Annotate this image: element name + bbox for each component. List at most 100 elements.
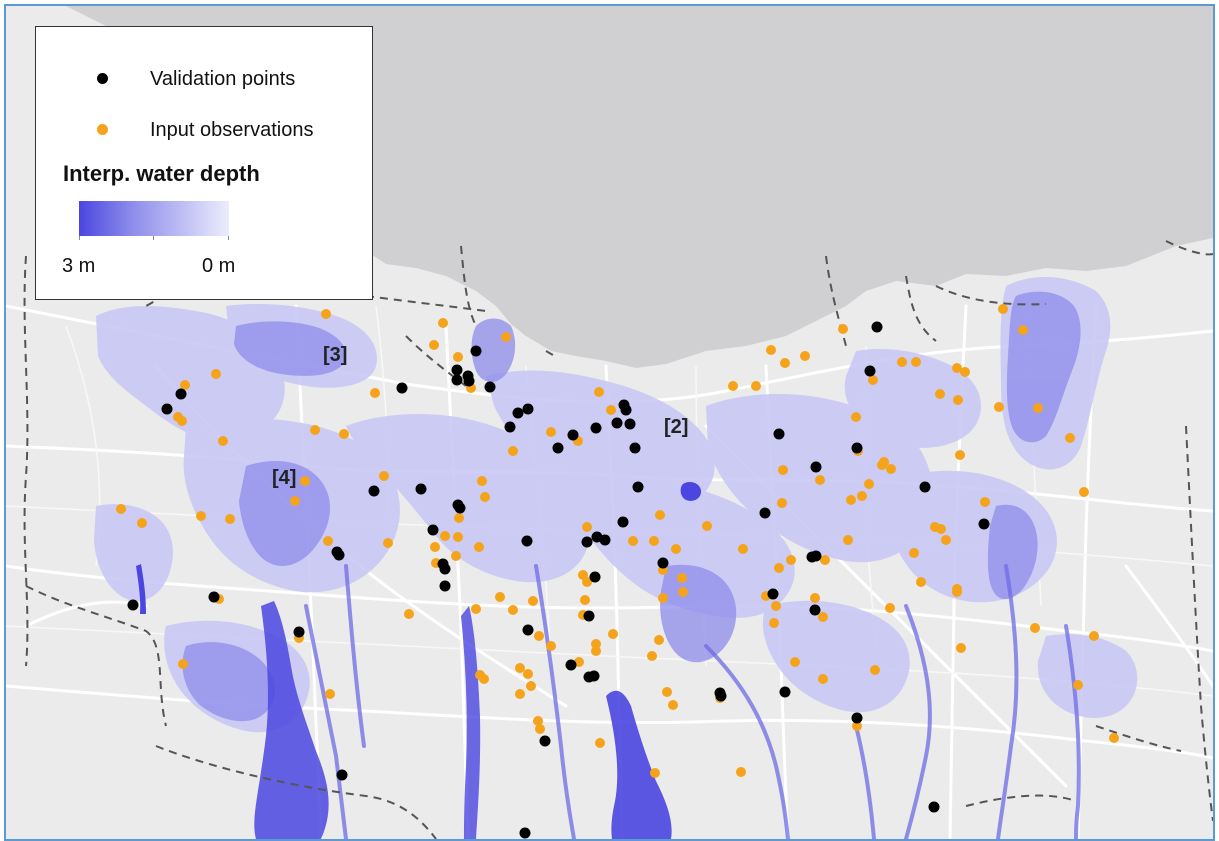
input-observation-point [574,657,584,667]
validation-point [521,535,533,547]
input-observation-point [429,340,439,350]
validation-point [451,364,463,376]
legend-input-label: Input observations [150,119,314,141]
input-observation-point [771,601,781,611]
input-observation-point [650,768,660,778]
input-observation-point [820,555,830,565]
validation-point [583,610,595,622]
input-observation-point [649,536,659,546]
input-observation-point [818,674,828,684]
validation-point [293,626,305,638]
input-observation-point [868,375,878,385]
map-legend: Validation points Input observations Int… [35,26,373,300]
ramp-max-label: 0 m [202,255,236,277]
input-observation-point [1033,403,1043,413]
input-observation-point [591,646,601,656]
input-observation-point [953,395,963,405]
input-observation-point [523,669,533,679]
input-observation-point [736,767,746,777]
input-observation-point [960,367,970,377]
validation-point [806,551,818,563]
input-observation-point [766,345,776,355]
input-observation-point [916,577,926,587]
validation-point [759,507,771,519]
validation-point [519,827,531,839]
input-observation-point [383,538,393,548]
input-observation-point [474,542,484,552]
validation-point [522,624,534,636]
input-observation-point [535,724,545,734]
validation-point [504,421,516,433]
input-observation-point [654,635,664,645]
input-observation-point [671,544,681,554]
input-observation-point [404,609,414,619]
input-observation-point [677,573,687,583]
input-observation-point [658,593,668,603]
input-observation-point [846,495,856,505]
validation-point [127,599,139,611]
input-observation-point [1073,680,1083,690]
input-observation-point [533,716,543,726]
input-observation-point [440,531,450,541]
input-observation-point [838,324,848,334]
input-observation-point [508,605,518,615]
input-observation-point [495,592,505,602]
input-observation-point [211,369,221,379]
flood-deep [136,482,702,839]
input-observation-point [178,659,188,669]
validation-point [599,534,611,546]
input-observation-point [818,612,828,622]
validation-point [539,735,551,747]
validation-point [175,388,187,400]
input-observation-point [994,402,1004,412]
input-observation-point [534,631,544,641]
input-observation-point [941,535,951,545]
input-observation-point [218,436,228,446]
input-observation-point [786,555,796,565]
input-observation-point [774,563,784,573]
validation-point [779,686,791,698]
ramp-tick-mid [153,236,154,240]
validation-point [451,374,463,386]
legend-depth-title: Interp. water depth [63,161,260,186]
validation-point [978,518,990,530]
input-observation-point [1089,631,1099,641]
validation-points [127,321,990,839]
validation-point [657,557,669,569]
area-label-4: [4] [272,467,297,489]
validation-point [470,345,482,357]
river-lines [304,564,1081,839]
input-observation-point [339,429,349,439]
validation-point [565,659,577,671]
validation-point [336,769,348,781]
input-observation-point [857,491,867,501]
input-observation-point [438,318,448,328]
input-observation-point [595,738,605,748]
input-observation-point [323,536,333,546]
input-observation-point [1065,433,1075,443]
input-observation-point [526,681,536,691]
input-observation-point [471,604,481,614]
validation-point [928,801,940,813]
input-observation-point [886,464,896,474]
validation-point [522,403,534,415]
input-observation-point [325,689,335,699]
input-observation-point [935,389,945,399]
validation-point [767,588,779,600]
input-observation-point [800,351,810,361]
input-observation-point [998,304,1008,314]
legend-row-validation: Validation points [36,64,372,94]
validation-point [919,481,931,493]
input-observation-point [1109,733,1119,743]
input-observation-point [606,405,616,415]
input-observation-point [430,542,440,552]
validation-point [590,422,602,434]
input-observation-point [815,475,825,485]
input-observation-point [1030,623,1040,633]
validation-point [851,442,863,454]
input-observation-point [116,504,126,514]
validation-point [632,481,644,493]
input-observation-point [778,465,788,475]
input-observation-point [370,388,380,398]
input-observation-point [870,665,880,675]
